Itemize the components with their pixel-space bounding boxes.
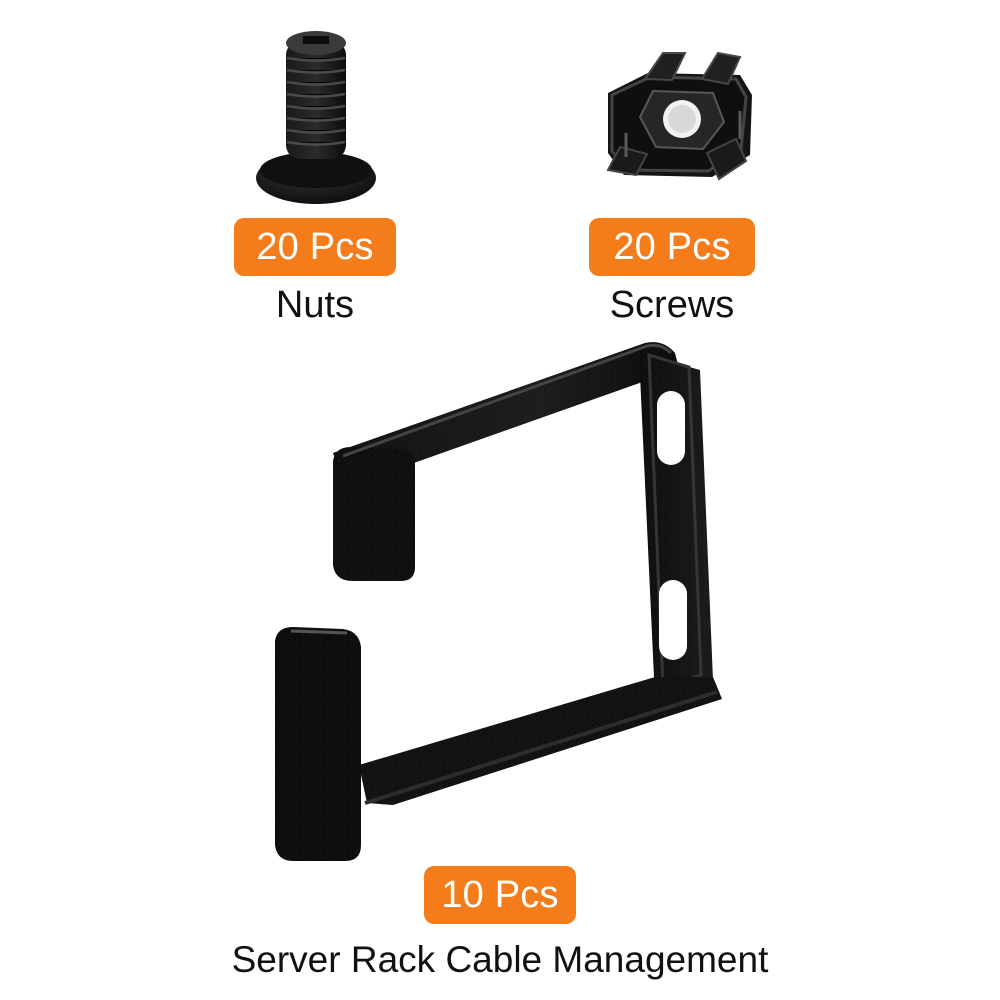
screw-icon	[256, 31, 376, 204]
cage-nut-caption: Screws	[609, 284, 735, 326]
screw-caption: Nuts	[275, 284, 355, 326]
cable-ring-quantity-label: 10 Pcs	[441, 874, 559, 916]
cage-nut-quantity-badge: 20 Pcs	[589, 218, 755, 276]
cable-ring-icon	[275, 342, 722, 861]
screw-quantity-badge: 20 Pcs	[234, 218, 396, 276]
cage-nut-quantity-label: 20 Pcs	[613, 226, 731, 268]
cable-ring-quantity-badge: 10 Pcs	[424, 866, 576, 924]
cage-nut-icon	[606, 51, 752, 181]
screw-quantity-label: 20 Pcs	[256, 226, 374, 268]
cable-ring-caption: Server Rack Cable Management	[231, 939, 769, 980]
